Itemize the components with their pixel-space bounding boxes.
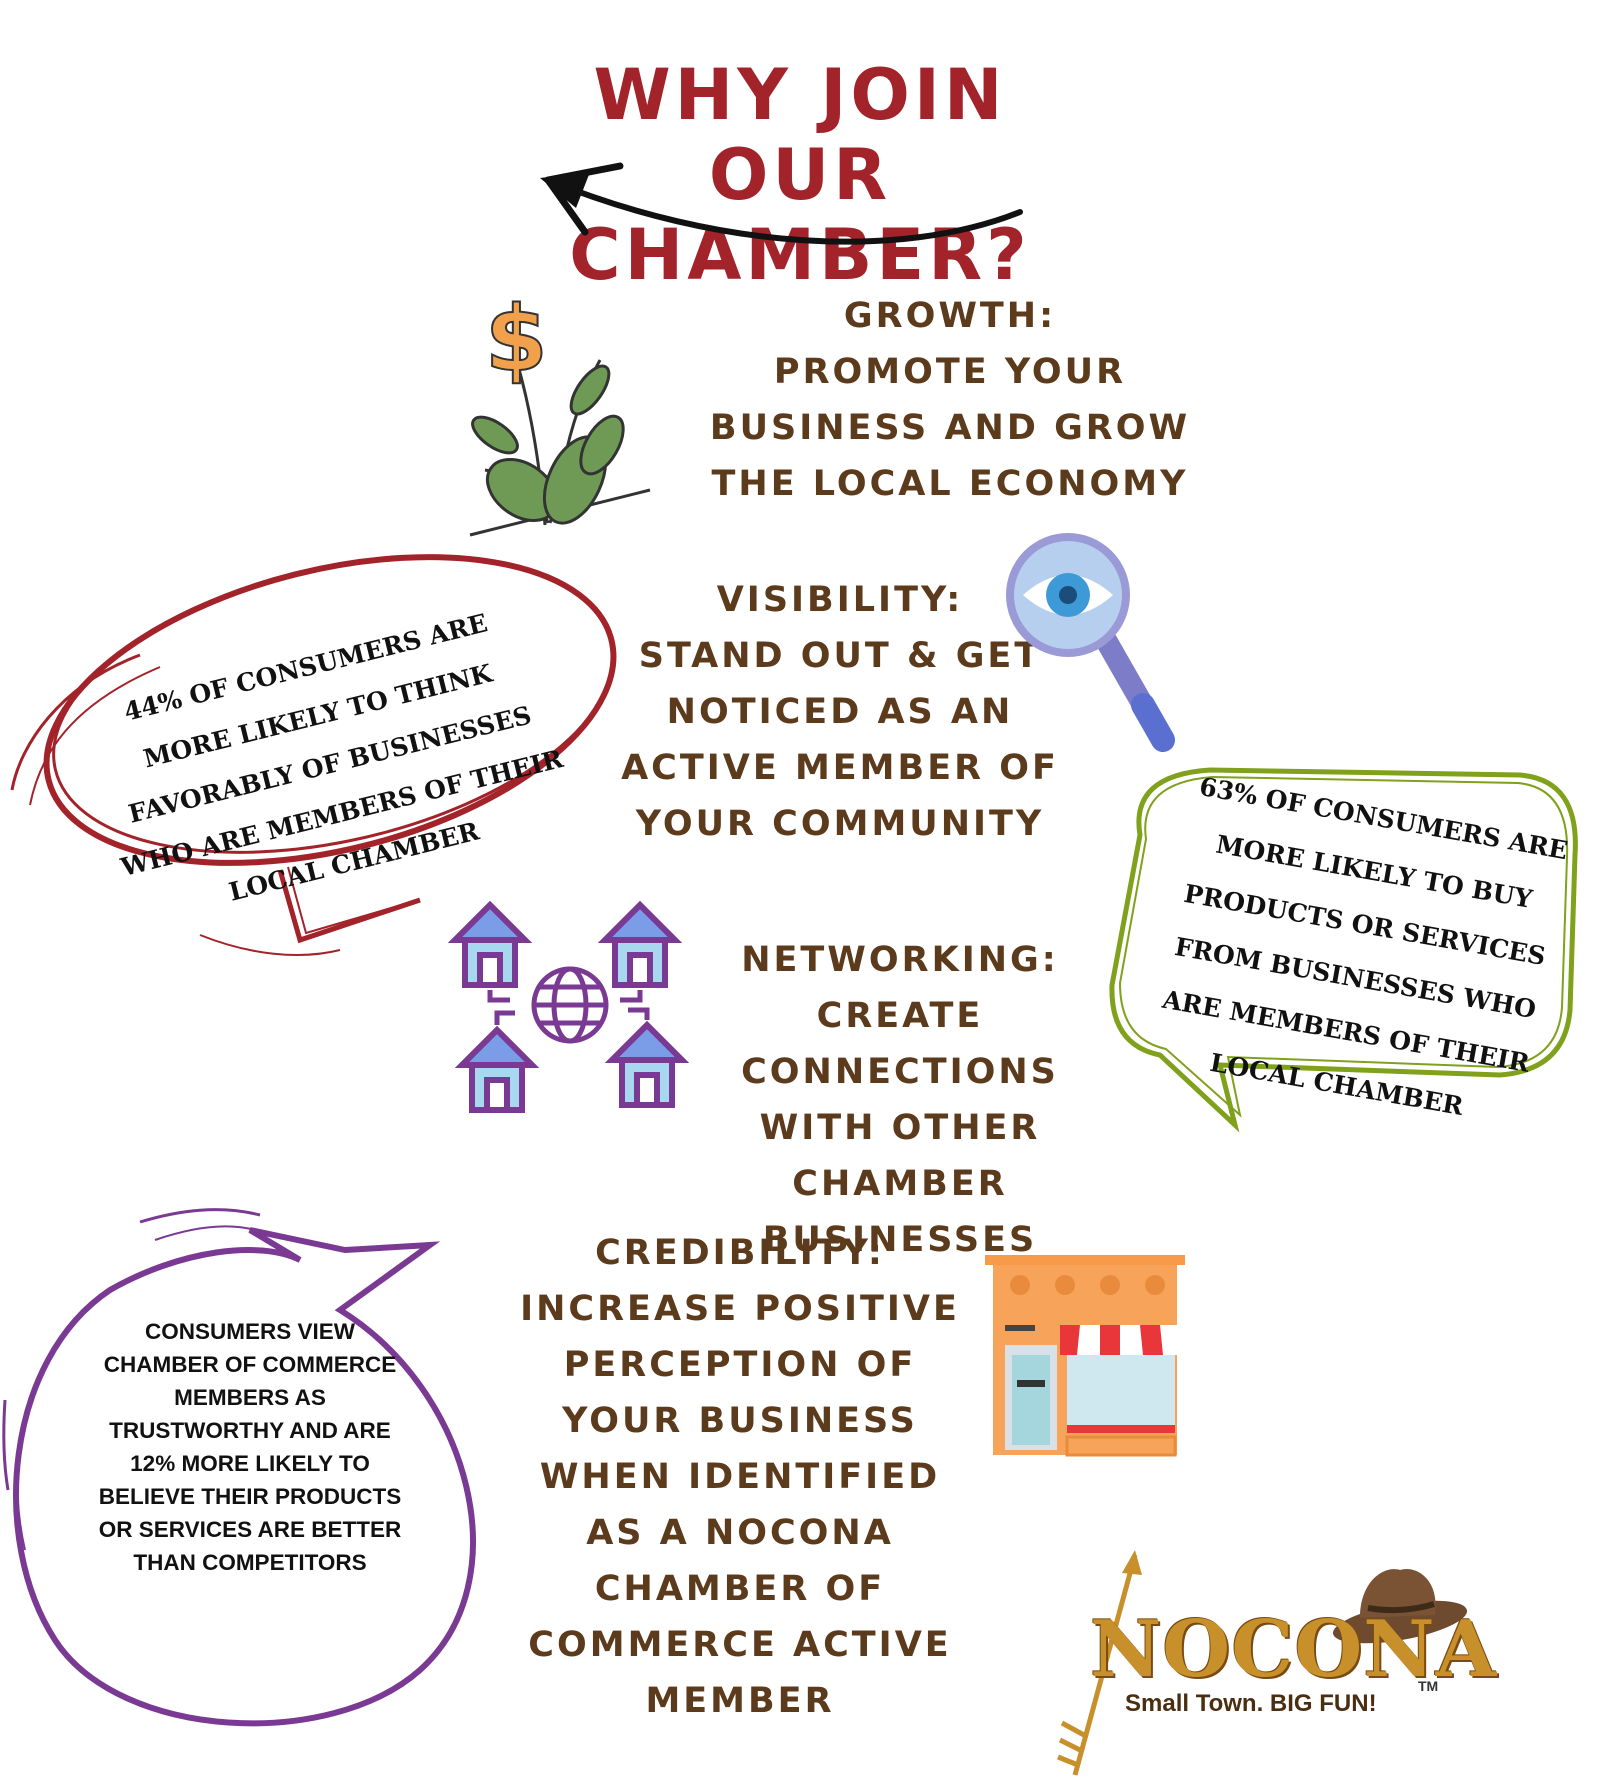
green-callout-text: 63% OF CONSUMERS ARE MORE LIKELY TO BUY … — [1160, 771, 1570, 1122]
purple-callout-text: CONSUMERS VIEW CHAMBER OF COMMERCE MEMBE… — [98, 1319, 402, 1575]
logo-tagline: Small Town. BIG FUN! — [1125, 1690, 1377, 1717]
benefit-networking-heading: NETWORKING: — [741, 940, 1059, 980]
benefit-networking-text: CREATE CONNECTIONS WITH OTHER CHAMBER BU… — [741, 996, 1059, 1260]
purple-speech-bubble — [2, 1208, 476, 1727]
house-network-icon — [447, 900, 690, 1113]
benefit-growth-heading: GROWTH: — [843, 296, 1057, 336]
green-speech-bubble — [1109, 767, 1578, 1133]
benefit-visibility: VISIBILITY: STAND OUT & GET NOTICED AS A… — [610, 572, 1070, 852]
storefront-icon — [985, 1255, 1185, 1457]
benefit-visibility-text: STAND OUT & GET NOTICED AS AN ACTIVE MEM… — [621, 636, 1059, 844]
curved-arrow-icon — [540, 162, 1023, 245]
benefit-credibility-heading: CREDIBILITY: — [595, 1233, 885, 1273]
benefit-growth: GROWTH: PROMOTE YOUR BUSINESS AND GROW T… — [690, 288, 1210, 512]
benefit-credibility-text: INCREASE POSITIVE PERCEPTION OF YOUR BUS… — [520, 1289, 960, 1721]
benefit-growth-text: PROMOTE YOUR BUSINESS AND GROW THE LOCAL… — [709, 352, 1191, 504]
cowboy-hat-icon — [1332, 1568, 1468, 1644]
benefit-visibility-heading: VISIBILITY: — [716, 580, 964, 620]
benefit-networking: NETWORKING: CREATE CONNECTIONS WITH OTHE… — [690, 932, 1110, 1268]
magnifier-eye-icon — [1006, 533, 1175, 752]
benefit-credibility: CREDIBILITY: INCREASE POSITIVE PERCEPTIO… — [505, 1225, 975, 1729]
svg-text:$: $ — [485, 287, 548, 392]
money-plant-icon: $ — [469, 286, 651, 537]
red-speech-bubble — [10, 554, 617, 956]
logo-wordmark: NOCONA — [1090, 1604, 1498, 1695]
page-title: WHY JOIN OUR CHAMBER? — [569, 54, 1031, 296]
logo-trademark: TM — [1418, 1678, 1439, 1694]
